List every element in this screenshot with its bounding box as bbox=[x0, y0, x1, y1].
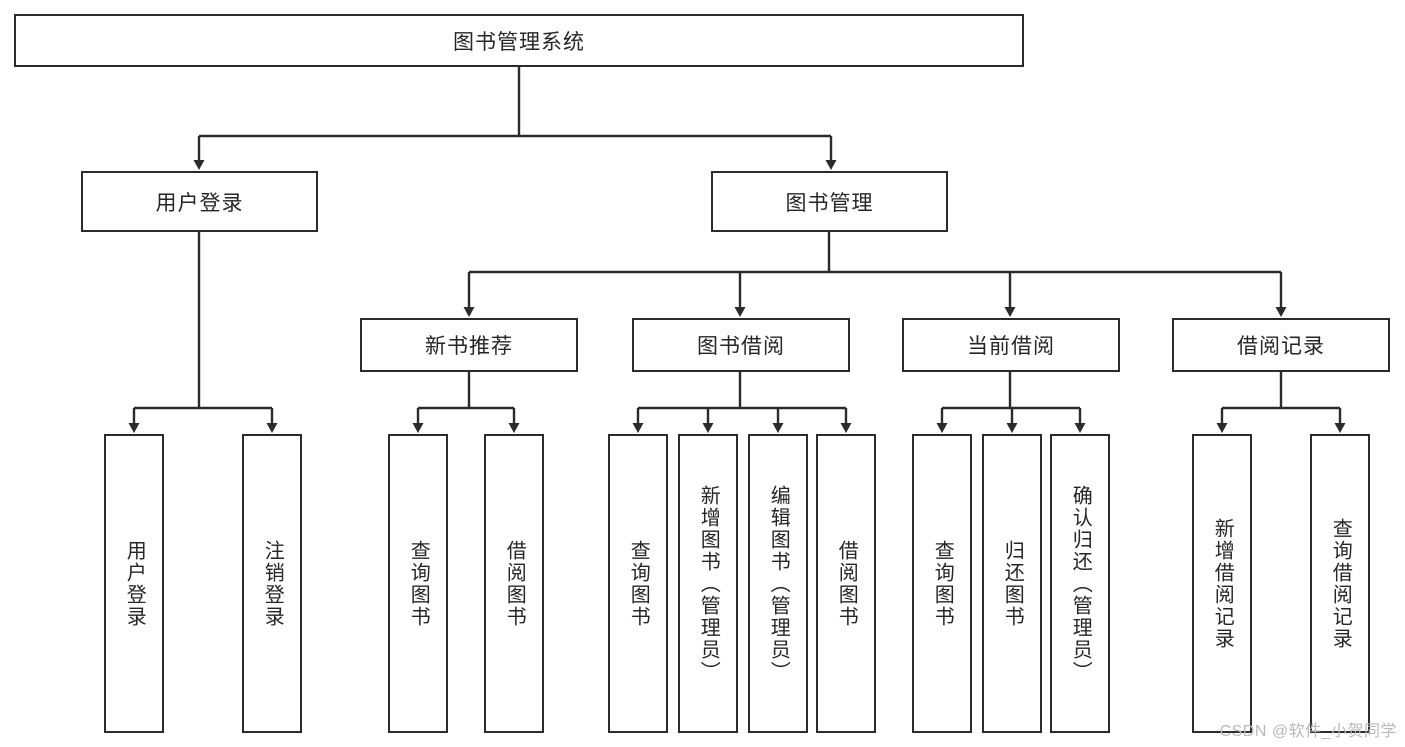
node-label: 注销登录 bbox=[261, 539, 284, 628]
node-root-book-management-system[interactable]: 图书管理系统 bbox=[14, 14, 1024, 67]
node-label: 当前借阅 bbox=[967, 335, 1055, 358]
node-label: 借阅图书 bbox=[835, 539, 858, 628]
node-label: 查询图书 bbox=[627, 539, 650, 628]
leaf-query-book-3[interactable]: 查询图书 bbox=[912, 434, 972, 733]
node-label: 用户登录 bbox=[155, 191, 244, 215]
node-label: 编辑图书（管理员） bbox=[767, 484, 790, 683]
leaf-logout[interactable]: 注销登录 bbox=[242, 434, 302, 733]
node-label: 图书管理系统 bbox=[453, 30, 585, 54]
node-label: 新书推荐 bbox=[425, 335, 513, 358]
leaf-query-book-1[interactable]: 查询图书 bbox=[388, 434, 448, 733]
node-label: 查询图书 bbox=[931, 539, 954, 628]
leaf-add-book-admin[interactable]: 新增图书（管理员） bbox=[678, 434, 738, 733]
node-label: 查询借阅记录 bbox=[1329, 517, 1352, 650]
leaf-return-book[interactable]: 归还图书 bbox=[982, 434, 1042, 733]
node-label: 确认归还（管理员） bbox=[1069, 484, 1092, 683]
leaf-borrow-book-1[interactable]: 借阅图书 bbox=[484, 434, 544, 733]
node-label: 用户登录 bbox=[123, 539, 146, 628]
node-label: 查询图书 bbox=[407, 539, 430, 628]
node-label: 新增图书（管理员） bbox=[697, 484, 720, 683]
node-book-management[interactable]: 图书管理 bbox=[711, 171, 948, 232]
node-label: 借阅图书 bbox=[503, 539, 526, 628]
node-label: 新增借阅记录 bbox=[1211, 517, 1234, 650]
node-book-borrow[interactable]: 图书借阅 bbox=[632, 318, 850, 372]
leaf-user-login[interactable]: 用户登录 bbox=[104, 434, 164, 733]
leaf-confirm-return-admin[interactable]: 确认归还（管理员） bbox=[1050, 434, 1110, 733]
node-label: 归还图书 bbox=[1001, 539, 1024, 628]
leaf-query-book-2[interactable]: 查询图书 bbox=[608, 434, 668, 733]
watermark: CSDN @软件_小贺同学 bbox=[1219, 723, 1397, 740]
leaf-borrow-book-2[interactable]: 借阅图书 bbox=[816, 434, 876, 733]
leaf-edit-book-admin[interactable]: 编辑图书（管理员） bbox=[748, 434, 808, 733]
node-current-borrow[interactable]: 当前借阅 bbox=[902, 318, 1120, 372]
node-label: 图书借阅 bbox=[697, 335, 785, 358]
leaf-query-borrow-record[interactable]: 查询借阅记录 bbox=[1310, 434, 1370, 733]
node-label: 图书管理 bbox=[785, 191, 874, 215]
node-label: 借阅记录 bbox=[1237, 335, 1325, 358]
node-borrow-record[interactable]: 借阅记录 bbox=[1172, 318, 1390, 372]
node-user-login[interactable]: 用户登录 bbox=[81, 171, 318, 232]
leaf-add-borrow-record[interactable]: 新增借阅记录 bbox=[1192, 434, 1252, 733]
node-new-book-recommend[interactable]: 新书推荐 bbox=[360, 318, 578, 372]
